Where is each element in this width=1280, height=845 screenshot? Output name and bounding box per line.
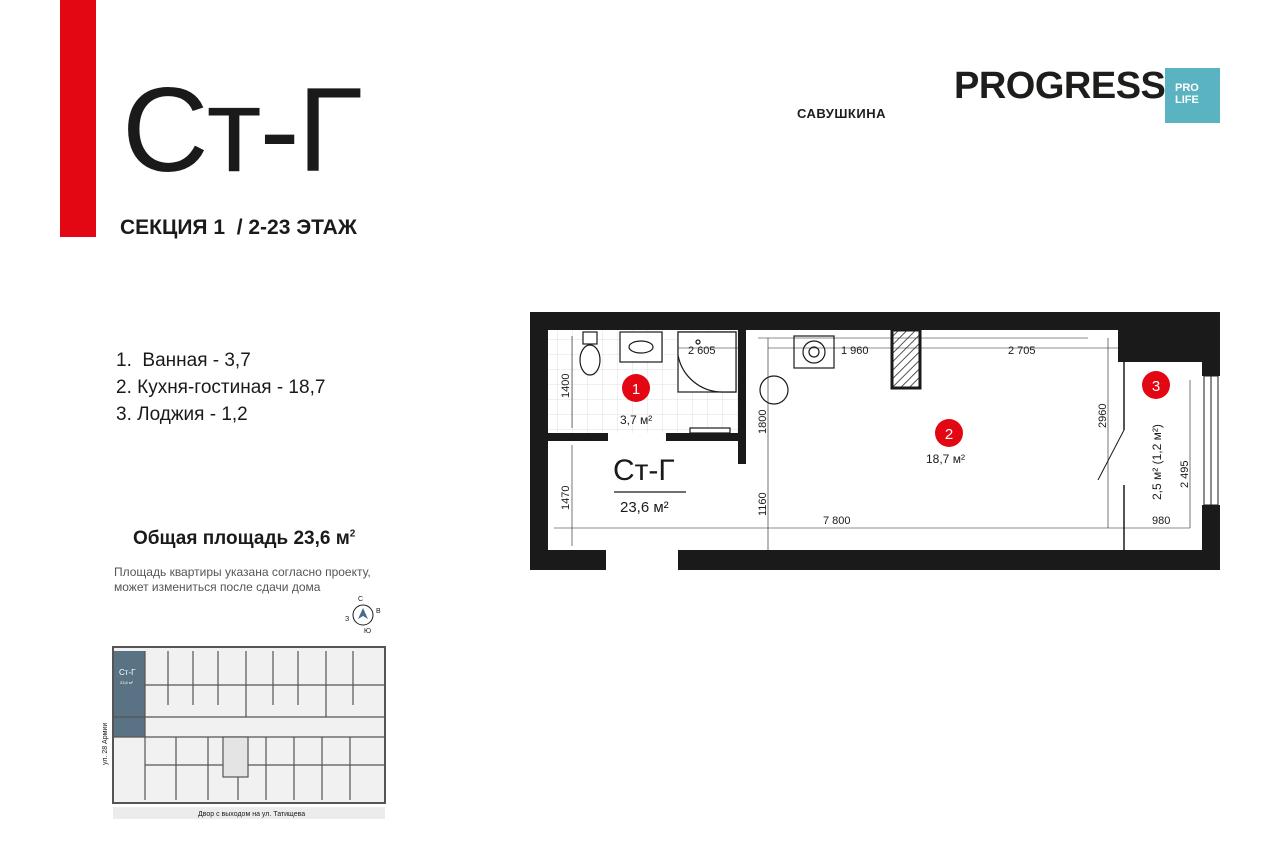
loggia-partition <box>1097 362 1125 550</box>
loggia-column <box>1128 331 1201 361</box>
svg-text:2: 2 <box>945 426 953 443</box>
dim-2495: 2 495 <box>1179 460 1191 488</box>
floor-walls <box>112 646 386 804</box>
total-area-text: Общая площадь 23,6 м <box>133 528 350 549</box>
floor-apartment-highlight <box>113 651 145 737</box>
accent-bar <box>60 0 96 237</box>
compass-letter-s: Ю <box>364 628 371 635</box>
plan-total-area: 23,6 м² <box>620 499 669 516</box>
compass-letter-w: З <box>345 616 349 623</box>
dim-980: 980 <box>1152 515 1170 527</box>
svg-text:3: 3 <box>1152 378 1160 395</box>
room-list-item: 1. Ванная - 3,7 <box>116 350 251 371</box>
rooms-list: 1. Ванная - 3,7 2. Кухня-гостиная - 18,7… <box>116 347 325 428</box>
dim-7800: 7 800 <box>823 515 851 527</box>
compass-letter-e: В <box>376 608 381 615</box>
floor-apt-area: 23,6 м² <box>120 680 134 685</box>
room-marker-3: 3 2,5 м² (1,2 м²) <box>1142 371 1170 500</box>
apartment-code: Ст-Г <box>122 63 363 197</box>
section-floor-label: СЕКЦИЯ 1 / 2-23 ЭТАЖ <box>120 216 357 239</box>
floor-key-plan: Ст-Г 23,6 м² ул. 28 Армии Двор с выходом… <box>102 646 386 819</box>
dim-1160: 1160 <box>757 492 769 516</box>
room-3-area: 2,5 м² (1,2 м²) <box>1150 424 1164 500</box>
bathroom-fixtures <box>579 331 737 434</box>
dim-2705: 2 705 <box>1008 345 1036 357</box>
total-area: Общая площадь 23,6 м2 <box>133 528 355 550</box>
dim-1400: 1400 <box>560 374 572 398</box>
brand-name: PROGRESS <box>954 65 1166 107</box>
brand-badge-line1: PRO <box>1175 82 1199 94</box>
room-marker-2: 2 18,7 м² <box>926 419 965 466</box>
dim-2960: 2960 <box>1097 404 1109 428</box>
disclaimer-line: может измениться после сдачи дома <box>114 580 321 594</box>
floor-street-bottom: Двор с выходом на ул. Татищева <box>198 811 305 818</box>
brand-badge: PRO LIFE <box>1165 68 1220 123</box>
compass-letter-n: С <box>358 596 363 603</box>
ventilation-shaft <box>890 328 922 390</box>
loggia-window <box>1203 375 1219 506</box>
room-2-area: 18,7 м² <box>926 452 965 466</box>
room-1-area: 3,7 м² <box>620 413 652 427</box>
disclaimer: Площадь квартиры указана согласно проект… <box>114 565 404 595</box>
floor-apt-label: Ст-Г <box>119 668 136 677</box>
room-list-item: 2. Кухня-гостиная - 18,7 <box>116 377 326 398</box>
floor-courtyard-strip <box>113 807 385 819</box>
kitchen-fixtures <box>758 335 1088 405</box>
room-marker-1: 1 3,7 м² <box>620 374 652 427</box>
dimension-lines <box>554 336 1191 550</box>
apartment-plan: 2 605 1 960 2 705 1400 1800 2960 2 495 1… <box>530 312 1220 570</box>
compass-icon: С В Ю З <box>345 596 381 635</box>
total-area-unit-sup: 2 <box>349 528 356 540</box>
brand-badge-line2: LIFE <box>1175 94 1199 106</box>
room-list-item: 3. Лоджия - 1,2 <box>116 404 248 425</box>
dim-2605: 2 605 <box>688 345 716 357</box>
brand-subtitle: САВУШКИНА <box>796 106 886 121</box>
dim-1800: 1800 <box>757 410 769 434</box>
plan-title: Ст-Г <box>613 454 675 487</box>
floor-street-left: ул. 28 Армии <box>102 723 109 765</box>
dim-1960: 1 960 <box>841 345 869 357</box>
disclaimer-line: Площадь квартиры указана согласно проект… <box>114 565 371 579</box>
svg-text:1: 1 <box>632 381 640 398</box>
dim-1470: 1470 <box>560 486 572 510</box>
